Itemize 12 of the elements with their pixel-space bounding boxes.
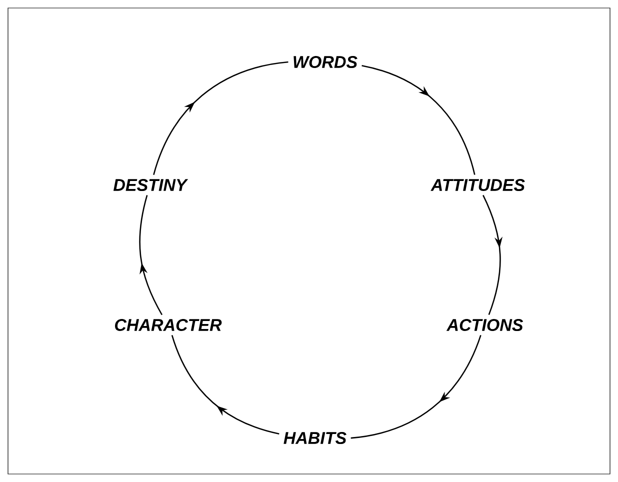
arrow <box>171 335 280 435</box>
cycle-label: ATTITUDES <box>430 178 525 192</box>
cycle-label: DESTINY <box>113 178 188 192</box>
arrow <box>350 334 482 439</box>
cycle-label: ACTIONS <box>446 318 524 332</box>
arrow <box>482 194 503 315</box>
cycle-label: WORDS <box>294 56 358 68</box>
arrow <box>153 61 288 175</box>
cycle-label: HABITS <box>284 432 346 444</box>
cycle-label: CHARACTER <box>115 318 222 332</box>
arrow <box>139 195 163 316</box>
arrow <box>362 64 476 175</box>
